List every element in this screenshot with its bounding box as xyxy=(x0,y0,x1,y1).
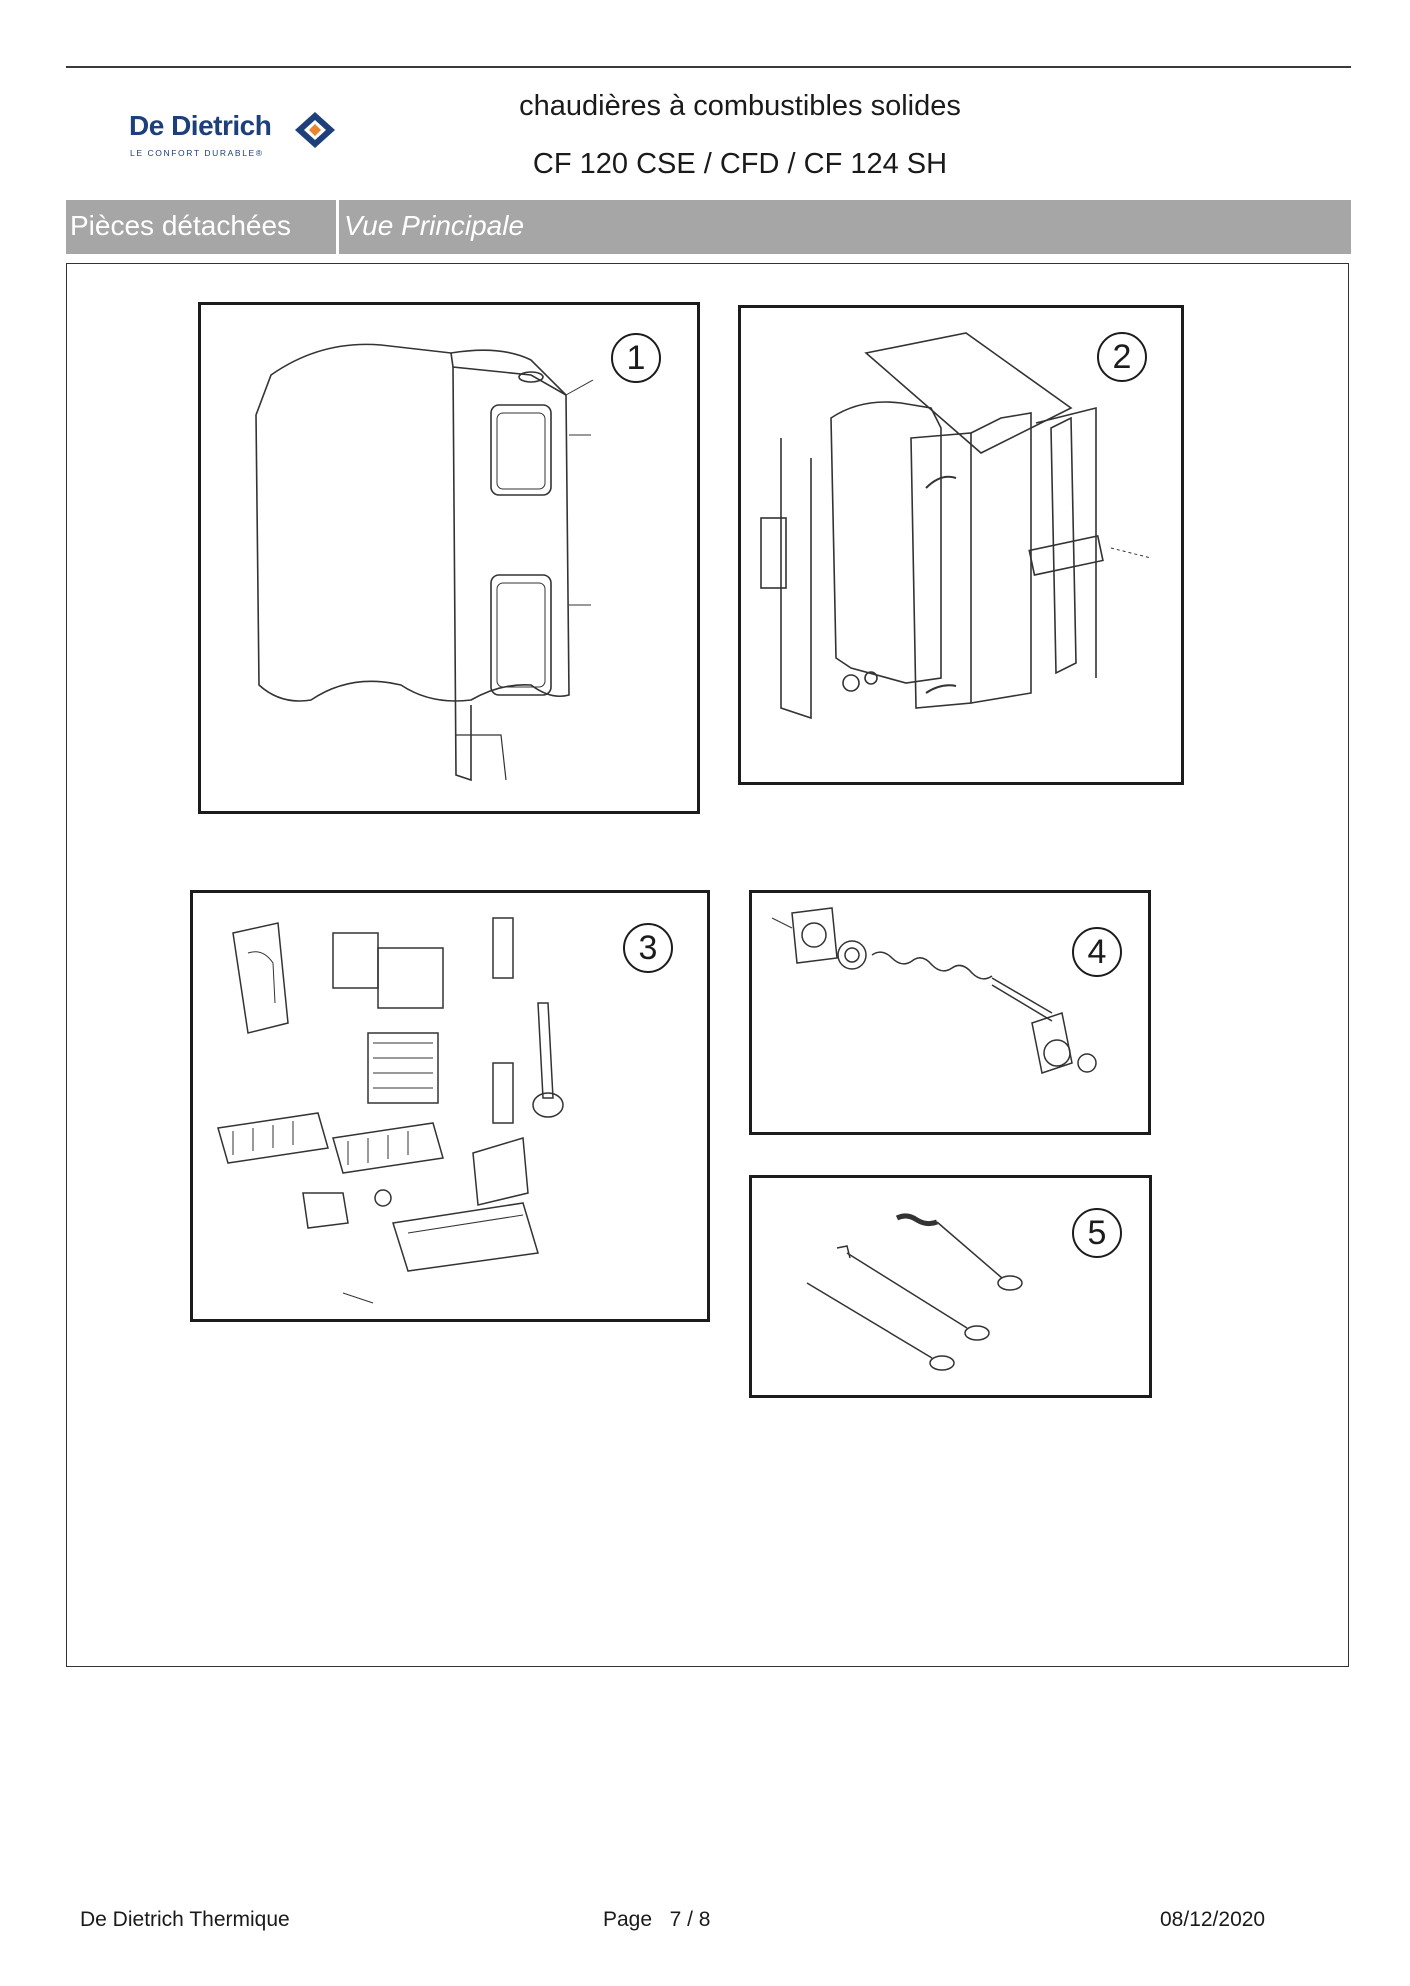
page-total: 8 xyxy=(698,1908,711,1931)
boiler-body-drawing xyxy=(255,343,594,782)
document-model: CF 120 CSE / CFD / CF 124 SH xyxy=(532,148,948,180)
panel-number: 1 xyxy=(611,333,661,383)
panel-5-cleaning-tools[interactable]: 5 xyxy=(749,1175,1152,1398)
footer-date: 08/12/2020 xyxy=(1160,1908,1266,1931)
footer-company: De Dietrich Thermique xyxy=(80,1908,290,1931)
casing-drawing xyxy=(760,332,1152,720)
page-label: Page xyxy=(603,1908,653,1931)
panel-3-grate[interactable]: 3 xyxy=(190,890,710,1322)
cleaning-tools-drawing xyxy=(806,1213,1023,1371)
brand-logo: De Dietrich LE CONFORT DURABLE® xyxy=(125,110,345,165)
panel-number: 5 xyxy=(1072,1208,1122,1258)
view-label: Vue Principale xyxy=(344,210,525,241)
panel-number: 2 xyxy=(1097,332,1147,382)
panel-1-boiler-body[interactable]: 1 xyxy=(198,302,700,814)
brand-name: De Dietrich xyxy=(129,110,272,141)
section-label: Pièces détachées xyxy=(70,210,292,241)
panel-number: 4 xyxy=(1072,927,1122,977)
brand-tagline: LE CONFORT DURABLE® xyxy=(130,148,264,158)
band-divider xyxy=(336,200,339,254)
thermostat-drawing xyxy=(771,907,1097,1074)
panel-number: 3 xyxy=(623,923,673,973)
grate-drawing xyxy=(217,917,564,1304)
document-title: chaudières à combustibles solides xyxy=(519,90,961,122)
footer-page: Page 7 / 8 xyxy=(603,1908,710,1932)
page-separator: / xyxy=(687,1908,693,1931)
panel-4-thermostat[interactable]: 4 xyxy=(749,890,1151,1135)
header-rule xyxy=(66,66,1351,68)
illustration-frame xyxy=(66,263,1349,1667)
brand-diamond-icon xyxy=(295,112,335,148)
page-current: 7 xyxy=(669,1908,682,1931)
section-band: Pièces détachées Vue Principale xyxy=(66,200,1351,254)
panel-2-casing[interactable]: 2 xyxy=(738,305,1184,785)
